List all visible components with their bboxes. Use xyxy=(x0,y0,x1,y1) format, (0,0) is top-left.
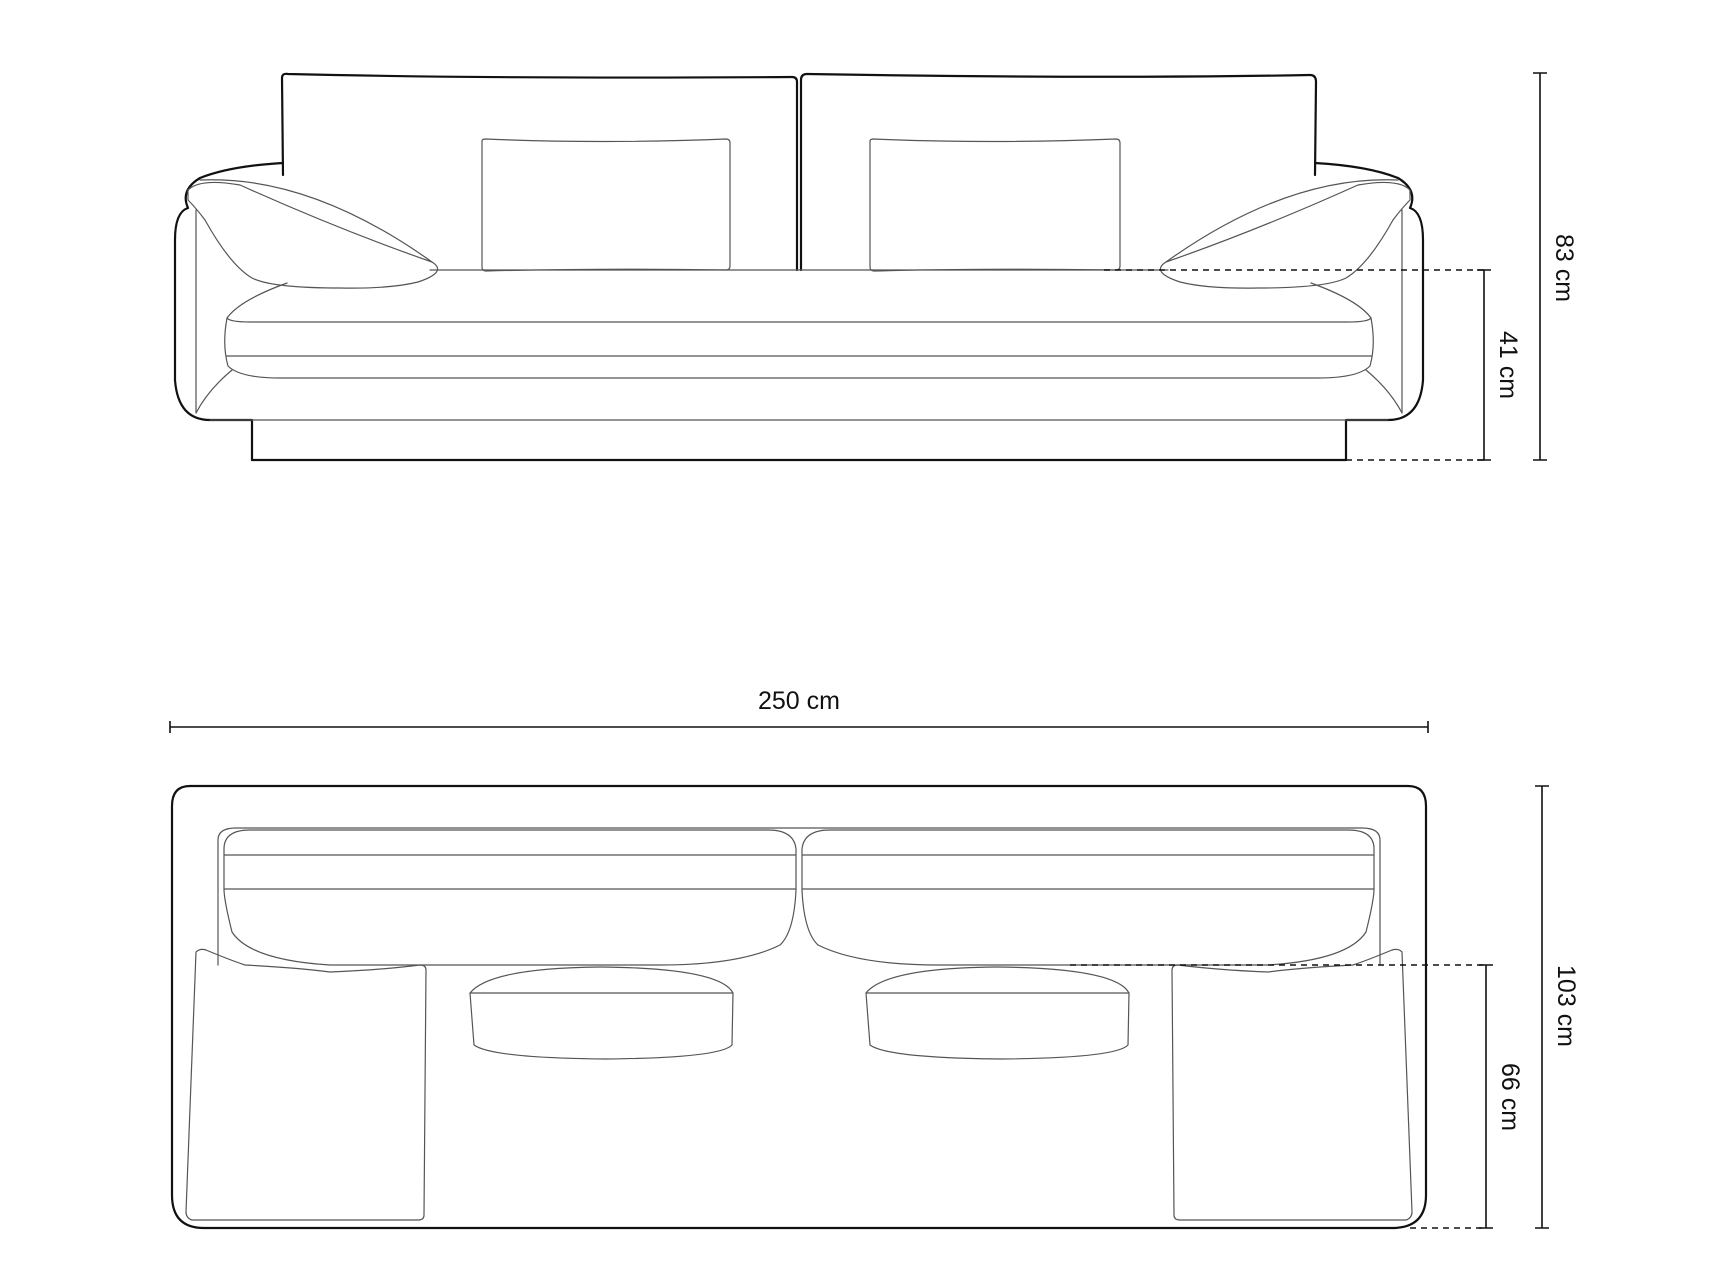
bolster-pillow-left-fold xyxy=(199,179,433,263)
back-cushion-right xyxy=(869,138,1121,272)
oval-pillow-right xyxy=(865,966,1130,1060)
armrest-left xyxy=(173,161,285,462)
backrest-plan xyxy=(217,827,1381,966)
seat-cushion-top-edge xyxy=(226,317,1372,323)
bolster-pillow-right-fold xyxy=(1165,179,1399,263)
top-view: 250 cm xyxy=(169,687,1429,1230)
front-view xyxy=(173,72,1425,462)
seat-cushion xyxy=(224,282,1374,379)
bolster-pillow-right xyxy=(1159,181,1411,289)
front-dimensions: 83 cm 41 cm xyxy=(1104,72,1578,461)
backrest-left xyxy=(280,72,799,272)
depth-dimension-label: 103 cm xyxy=(1552,965,1580,1047)
square-pillow-left xyxy=(185,948,427,1221)
height-dimension-label: 83 cm xyxy=(1550,234,1578,302)
back-cushion-plan-left xyxy=(223,829,797,966)
back-cushion-left xyxy=(481,138,731,272)
seat-height-dimension-label: 41 cm xyxy=(1494,331,1522,399)
top-dimensions: 103 cm 66 cm xyxy=(1070,785,1580,1229)
height-dimension-line xyxy=(1533,72,1547,461)
square-pillow-right xyxy=(1171,948,1413,1221)
seat-height-dimension-line xyxy=(1477,269,1491,461)
back-cushion-plan-right xyxy=(801,829,1375,966)
seat-depth-dimension-label: 66 cm xyxy=(1496,1063,1524,1131)
arm-inner-right xyxy=(1365,209,1403,414)
armrest-right xyxy=(1313,161,1425,462)
arm-inner-left xyxy=(195,209,233,414)
backrest-right xyxy=(799,72,1318,272)
width-dimension-line xyxy=(169,721,1429,733)
seat-depth-guide xyxy=(1070,964,1486,1229)
seat-depth-dimension-line xyxy=(1479,964,1493,1229)
oval-pillow-left xyxy=(469,966,734,1060)
seat-height-guide xyxy=(1104,269,1484,461)
depth-dimension-line xyxy=(1535,785,1549,1229)
width-dimension-label: 250 cm xyxy=(758,687,840,715)
sofa-plan-outline xyxy=(170,784,1428,1230)
bolster-pillow-left xyxy=(187,181,439,289)
